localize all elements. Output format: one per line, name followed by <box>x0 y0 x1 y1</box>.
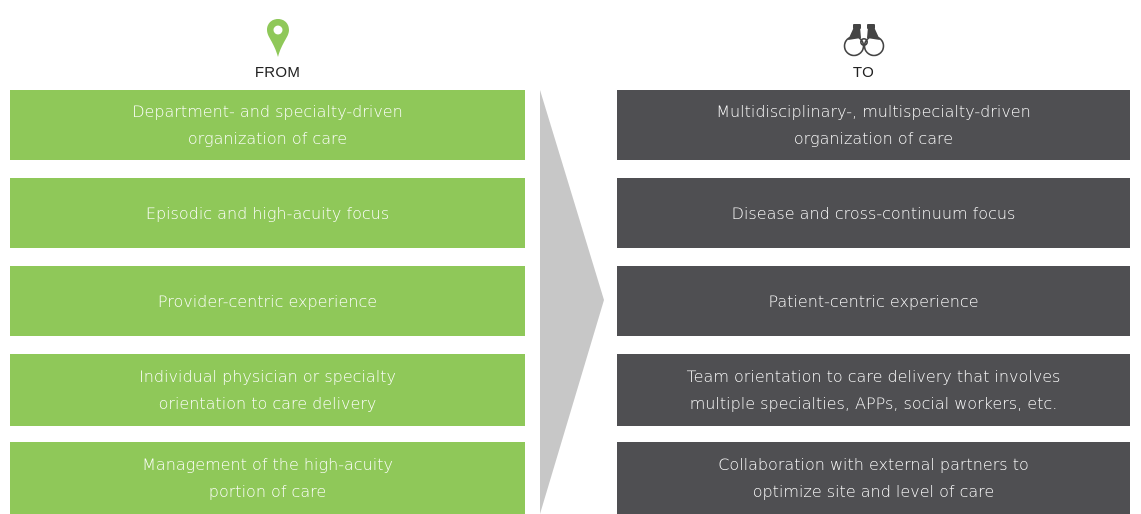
to-item-2: Disease and cross-continuum focus <box>617 178 1130 248</box>
from-item-2: Episodic and high-acuity focus <box>10 178 525 248</box>
from-item-1: Department- and specialty-driven organiz… <box>10 90 525 160</box>
to-item-4: Team orientation to care delivery that i… <box>617 354 1130 426</box>
to-header: TO <box>596 0 1131 81</box>
to-item-3: Patient-centric experience <box>617 266 1130 336</box>
to-label: TO <box>852 64 875 81</box>
binoculars-icon <box>596 0 1131 58</box>
to-item-5: Collaboration with external partners to … <box>617 442 1130 514</box>
transition-arrow <box>540 90 604 514</box>
from-item-5: Management of the high-acuity portion of… <box>10 442 525 514</box>
from-item-3: Provider-centric experience <box>10 266 525 336</box>
to-item-1: Multidisciplinary-, multispecialty-drive… <box>617 90 1130 160</box>
location-pin-icon <box>10 0 545 58</box>
from-item-4: Individual physician or specialty orient… <box>10 354 525 426</box>
from-header: FROM <box>10 0 545 81</box>
from-label: FROM <box>254 64 301 81</box>
